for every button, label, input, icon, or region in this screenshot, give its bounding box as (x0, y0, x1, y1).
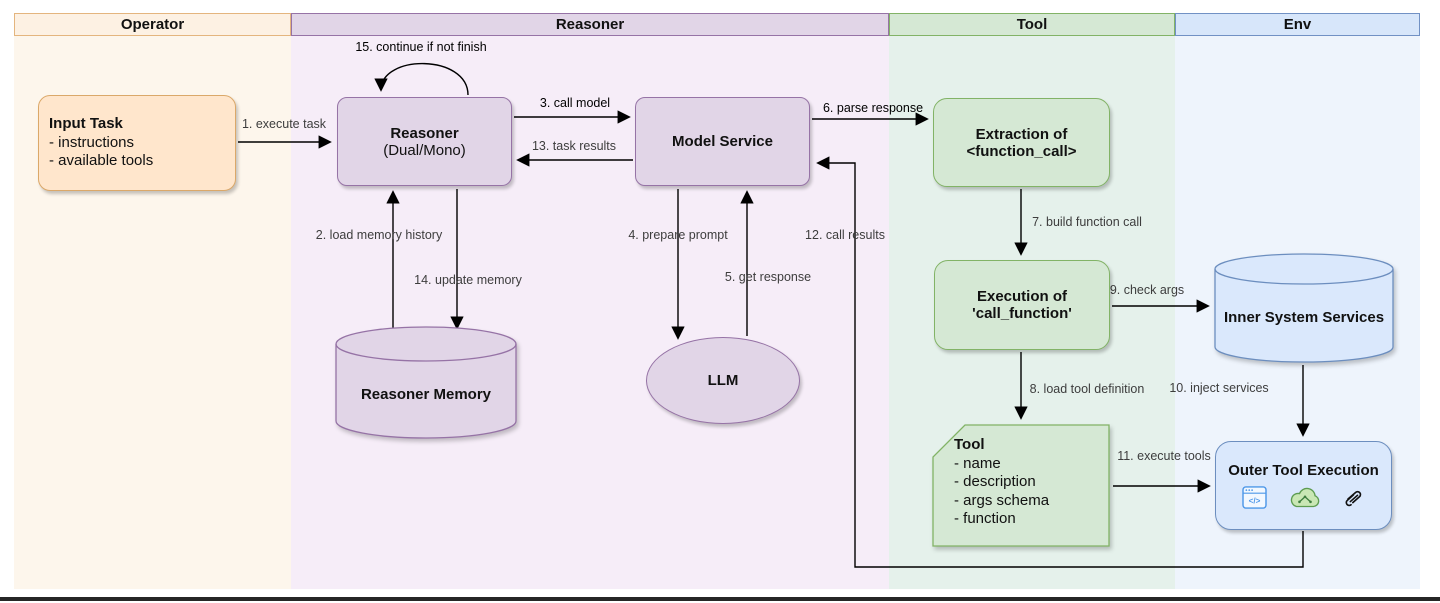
node-execution: Execution of 'call_function' (934, 260, 1110, 350)
edge-label-4: 4. prepare prompt (628, 228, 728, 242)
lane-label: Tool (1016, 16, 1048, 33)
node-input-task: Input Task - instructions - available to… (38, 95, 236, 191)
node-title: Model Service (672, 133, 773, 150)
node-title: Tool (954, 436, 985, 453)
node-title: Extraction of (975, 125, 1068, 143)
edge-label-15: 15. continue if not finish (355, 40, 487, 54)
lane-label: Env (1283, 16, 1312, 33)
edge-label-2: 2. load memory history (315, 228, 443, 242)
scribble-icon (1345, 490, 1361, 507)
node-title: Outer Tool Execution (1228, 461, 1379, 479)
edge-label-14: 14. update memory (414, 273, 522, 287)
edge-label-12: 12. call results (805, 228, 885, 242)
edge-label-1: 1. execute task (241, 117, 327, 131)
window-bottom-edge (0, 597, 1440, 601)
edge-label-7: 7. build function call (1032, 215, 1142, 229)
node-outer-tool-execution: Outer Tool Execution </> (1215, 441, 1392, 530)
node-title: Inner System Services (1223, 309, 1385, 326)
node-reasoner-memory: Reasoner Memory (335, 326, 517, 439)
lane-header-tool: Tool (889, 13, 1175, 36)
node-title: Reasoner Memory (360, 386, 492, 403)
lane-header-reasoner: Reasoner (291, 13, 889, 36)
lane-label: Reasoner (555, 16, 625, 33)
node-tool-card: Tool - name - description - args schema … (932, 424, 1110, 547)
node-inner-system-services: Inner System Services (1214, 253, 1394, 363)
edge-label-3: 3. call model (539, 96, 611, 110)
cylinder-shape (1214, 253, 1394, 363)
card-shape (932, 424, 1110, 547)
node-title: LLM (707, 372, 739, 389)
svg-text:</>: </> (1248, 497, 1260, 506)
node-title: Execution of (976, 288, 1067, 305)
node-line: - name (954, 454, 1001, 472)
edge-label-13: 13. task results (531, 139, 617, 153)
node-extraction: Extraction of <function_call> (933, 98, 1110, 187)
edge-label-8: 8. load tool definition (1029, 382, 1145, 396)
node-title: Input Task (49, 114, 123, 132)
node-line: - function (954, 510, 1016, 528)
cylinder-shape (335, 326, 517, 439)
lane-label: Operator (120, 16, 185, 33)
node-line: - description (954, 473, 1036, 491)
edge-label-10: 10. inject services (1169, 381, 1269, 395)
lane-header-env: Env (1175, 13, 1420, 36)
node-line: - instructions (49, 133, 135, 151)
edge-label-6: 6. parse response (822, 101, 924, 115)
lane-header-operator: Operator (14, 13, 291, 36)
code-window-icon: </> (1241, 486, 1267, 509)
edge-label-5: 5. get response (724, 270, 812, 284)
node-line: - args schema (954, 491, 1050, 509)
node-title: Reasoner (390, 124, 459, 142)
cloud-icon (1290, 487, 1319, 507)
node-subtitle: <function_call> (966, 142, 1077, 160)
edge-label-9: 9. check args (1109, 283, 1185, 297)
edge-label-11: 11. execute tools (1117, 449, 1211, 463)
node-reasoner: Reasoner (Dual/Mono) (337, 97, 512, 186)
node-subtitle: (Dual/Mono) (383, 141, 466, 159)
node-llm: LLM (646, 337, 800, 424)
node-line: - available tools (49, 152, 154, 170)
node-subtitle: 'call_function' (972, 305, 1072, 322)
node-model-service: Model Service (635, 97, 810, 186)
